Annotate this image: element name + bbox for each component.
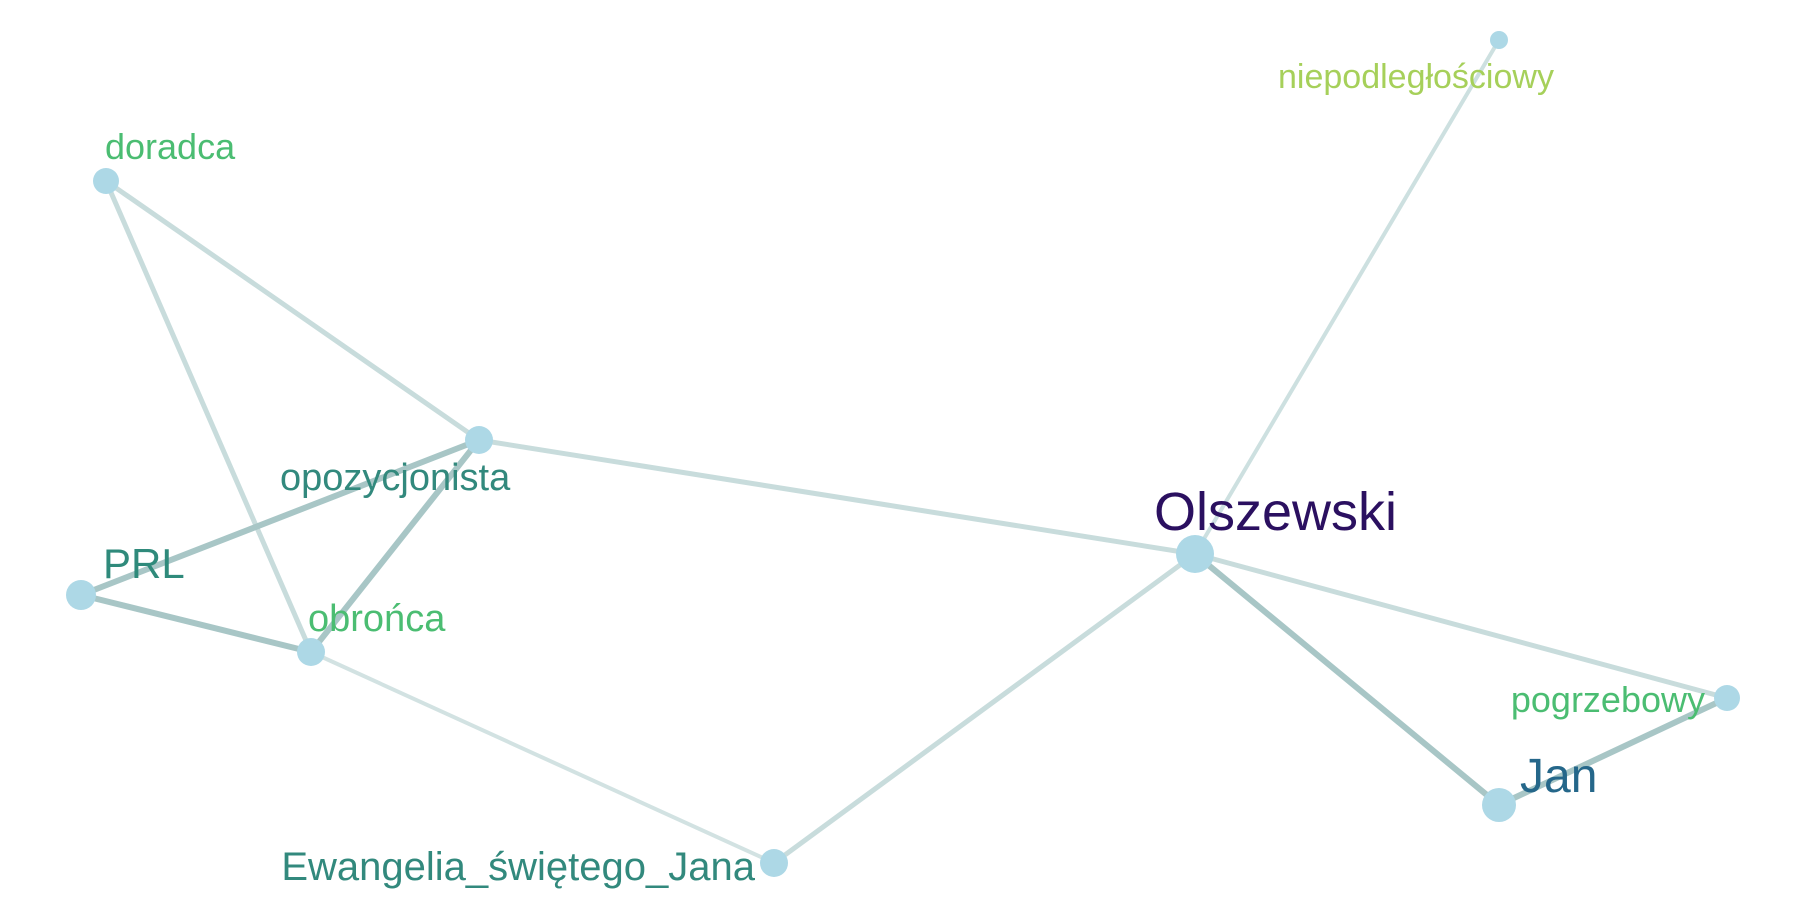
node-niepodleglosciowy[interactable] bbox=[1490, 31, 1508, 49]
node-label-niepodleglosciowy: niepodległościowy bbox=[1278, 58, 1554, 96]
node-Jan[interactable] bbox=[1482, 788, 1516, 822]
node-label-Olszewski: Olszewski bbox=[1154, 482, 1397, 542]
node-doradca[interactable] bbox=[93, 168, 119, 194]
edge-PRL-obronca bbox=[78, 592, 314, 655]
edge-opozycjonista-Olszewski bbox=[476, 437, 1198, 557]
edge-obronca-Ewangelia bbox=[309, 650, 776, 865]
node-label-Ewangelia: Ewangelia_świętego_Jana bbox=[281, 845, 755, 889]
edge-Olszewski-pogrzebowy bbox=[1192, 551, 1730, 701]
node-label-PRL: PRL bbox=[103, 540, 185, 587]
node-opozycjonista[interactable] bbox=[465, 426, 493, 454]
node-Olszewski[interactable] bbox=[1176, 535, 1214, 573]
edge-Ewangelia-Olszewski bbox=[771, 551, 1198, 866]
edge-Olszewski-niepodleglosciowy bbox=[1193, 38, 1501, 556]
edge-Jan-pogrzebowy bbox=[1496, 695, 1730, 808]
node-pogrzebowy[interactable] bbox=[1714, 685, 1740, 711]
edge-Olszewski-Jan bbox=[1192, 551, 1502, 808]
node-label-doradca: doradca bbox=[105, 126, 236, 167]
node-PRL[interactable] bbox=[66, 580, 96, 610]
edge-doradca-opozycjonista bbox=[103, 178, 482, 443]
node-Ewangelia[interactable] bbox=[760, 849, 788, 877]
node-label-obronca: obrońca bbox=[308, 598, 446, 640]
labels-layer: niepodległościowy doradca opozycjonistaPRL… bbox=[103, 58, 1705, 889]
edge-doradca-obronca bbox=[103, 178, 314, 655]
edge-opozycjonista-obronca bbox=[308, 437, 482, 655]
node-label-Jan: Jan bbox=[1520, 750, 1597, 803]
node-obronca[interactable] bbox=[297, 638, 325, 666]
nodes-layer bbox=[66, 31, 1740, 877]
edge-opozycjonista-PRL bbox=[78, 437, 482, 598]
node-label-opozycjonista: opozycjonista bbox=[280, 457, 511, 499]
edges-layer bbox=[78, 38, 1730, 866]
node-label-pogrzebowy: pogrzebowy bbox=[1511, 679, 1705, 720]
